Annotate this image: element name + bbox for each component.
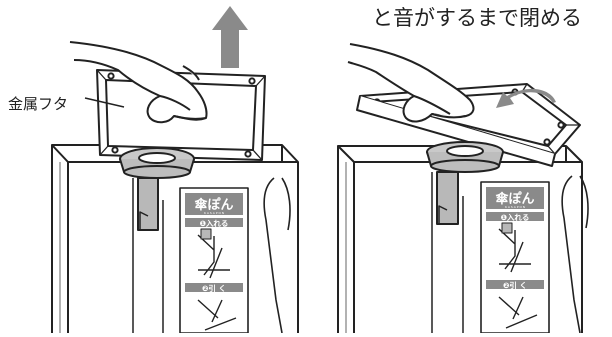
- left-panel: [51, 6, 299, 334]
- left-side-tube: [263, 177, 291, 334]
- close-instruction-caption: と音がするまで閉める: [372, 6, 582, 30]
- left-brand-label: 傘ぽん: [194, 197, 233, 213]
- right-cabinet-body: [337, 146, 583, 333]
- right-feeder-strip: [436, 171, 459, 225]
- curved-arrow-icon: [496, 88, 556, 108]
- left-cabinet-body: [51, 145, 299, 333]
- left-feeder-strip: [137, 177, 159, 231]
- right-instruction-panel: [480, 181, 550, 334]
- right-side-tube: [561, 175, 589, 334]
- right-brand-sub: K A S A P O N: [505, 205, 525, 209]
- right-step1-label: ❶入れる: [501, 213, 530, 222]
- right-panel: [337, 43, 589, 334]
- left-brand-sub: K A S A P O N: [204, 211, 224, 215]
- left-panel-text: 傘ぽん K A S A P O N ❶入れる ❷引 く: [194, 197, 233, 293]
- up-arrow-icon: [212, 6, 248, 68]
- metal-lid-label: 金属フタ: [8, 95, 69, 113]
- right-panel-text: 傘ぽん K A S A P O N ❶入れる ❷引 く: [495, 191, 534, 290]
- left-step1-label: ❶入れる: [200, 219, 229, 228]
- left-hopper: [119, 147, 195, 179]
- right-brand-label: 傘ぽん: [495, 191, 534, 207]
- right-step2-label: ❷引 く: [503, 280, 527, 290]
- lid-leader-line: [84, 97, 125, 108]
- left-step2-label: ❷引 く: [202, 283, 226, 293]
- right-hopper: [426, 141, 504, 173]
- left-hand: [69, 41, 208, 124]
- right-hand: [347, 43, 475, 123]
